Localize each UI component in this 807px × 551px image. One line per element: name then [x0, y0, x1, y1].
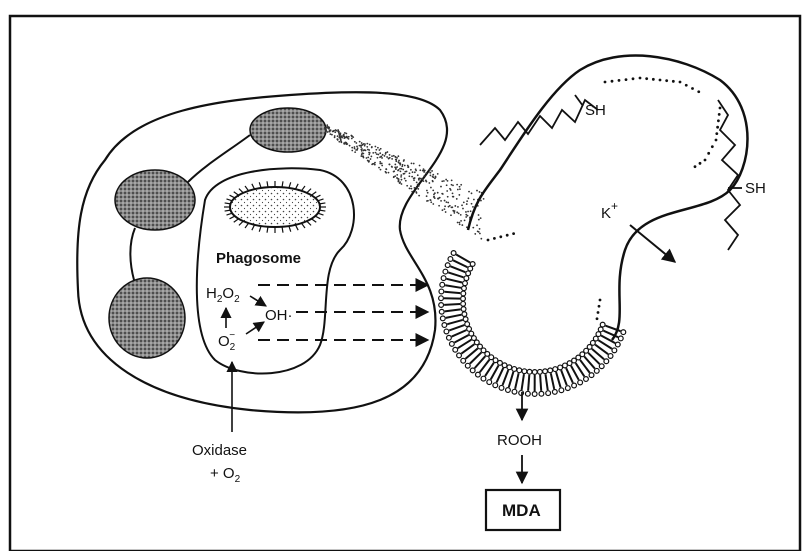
potassium-efflux-arrow: [630, 225, 675, 262]
rooh-label: ROOH: [497, 432, 542, 449]
superoxide-to-oh-arrow: [246, 322, 264, 334]
sh-label-right: SH: [745, 180, 766, 197]
svg-text:H2O2: H2O2: [206, 285, 240, 305]
nucleus-lobe-bottom: [109, 278, 185, 358]
fatty-acid-chain-top: [480, 100, 598, 145]
hydroxyl-radical-label: OH·: [265, 307, 293, 324]
bacterium: [224, 181, 326, 233]
superoxide-label: O2−: [218, 330, 236, 353]
nucleus-lobe-left: [115, 170, 195, 230]
sh-label-top: SH: [585, 102, 606, 119]
lipid-bilayer: [439, 251, 626, 397]
target-cell-outline: [468, 56, 748, 340]
nucleus-connector-bottom: [130, 228, 135, 280]
svg-text:O2−: O2−: [218, 330, 236, 353]
mda-label: MDA: [502, 501, 541, 520]
phagosome-label: Phagosome: [216, 250, 301, 267]
nucleus-lobe-top: [250, 108, 326, 152]
stipple-streak: [324, 124, 484, 239]
fatty-acid-chain-right: [718, 100, 740, 250]
oxidase-label: Oxidase: [192, 442, 247, 459]
plus-oxygen-label: + O2: [210, 465, 241, 485]
h2o2-to-oh-arrow: [250, 296, 266, 306]
sh-bond-top: [575, 95, 583, 106]
potassium-ion-label: K+: [601, 199, 618, 222]
h2o2-label: H2O2: [206, 285, 240, 305]
